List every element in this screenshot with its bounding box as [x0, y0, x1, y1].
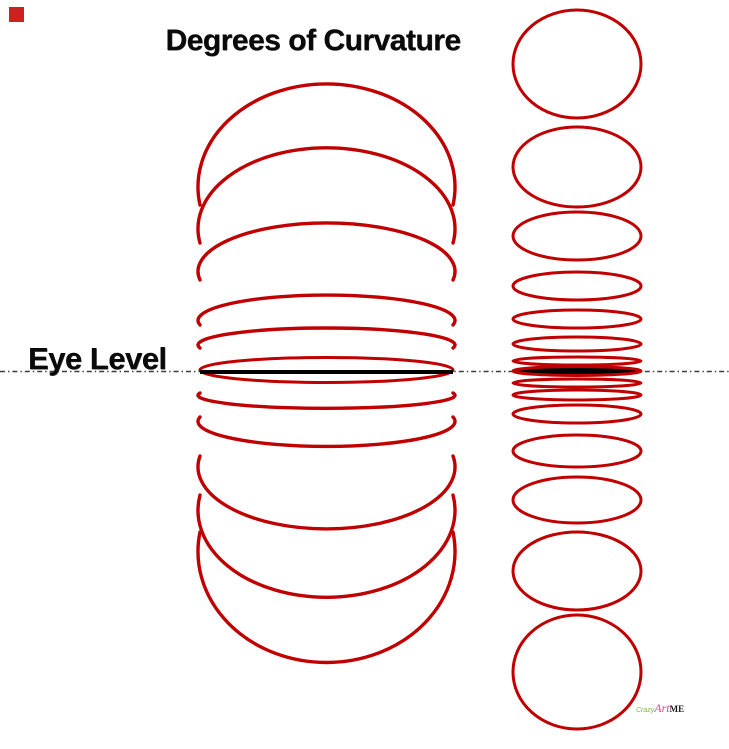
left-arc-above-2 [196, 146, 457, 245]
page-title: Degrees of Curvature [165, 24, 461, 57]
right-ellipse-15 [511, 613, 643, 731]
watermark-part-1: Crazy [636, 707, 655, 714]
right-ellipse-4 [511, 270, 643, 302]
eye-level-label: Eye Level [28, 341, 167, 376]
right-ellipse-9 [511, 377, 643, 389]
right-ellipse-1 [511, 8, 643, 120]
left-arc-above-4 [196, 293, 457, 327]
left-arc-above-5 [196, 326, 457, 350]
watermark-part-2: Art [654, 701, 670, 715]
left-arc-below-5 [196, 530, 457, 665]
right-ellipse-7 [511, 355, 643, 367]
right-ellipse-12 [511, 433, 643, 469]
right-ellipse-13 [511, 475, 643, 525]
right-ellipse-5 [511, 308, 643, 330]
right-ellipse-11 [511, 403, 643, 425]
left-arc-below-1 [196, 391, 457, 410]
right-ellipse-6 [511, 335, 643, 353]
right-ellipse-2 [511, 125, 643, 209]
right-ellipse-10 [511, 388, 643, 402]
watermark: CrazyArtME [636, 699, 684, 720]
left-arc-below-4 [196, 493, 457, 599]
left-arc-below-2 [196, 415, 457, 449]
watermark-part-3: ME [669, 704, 685, 714]
right-ellipse-black-eye-level [511, 365, 643, 377]
left-arc-below-3 [196, 454, 457, 531]
right-ellipse-14 [511, 530, 643, 612]
left-arc-above-3 [196, 221, 457, 282]
right-ellipse-3 [511, 210, 643, 262]
left-arc-above-1 [196, 82, 457, 207]
corner-red-mark [9, 7, 24, 22]
